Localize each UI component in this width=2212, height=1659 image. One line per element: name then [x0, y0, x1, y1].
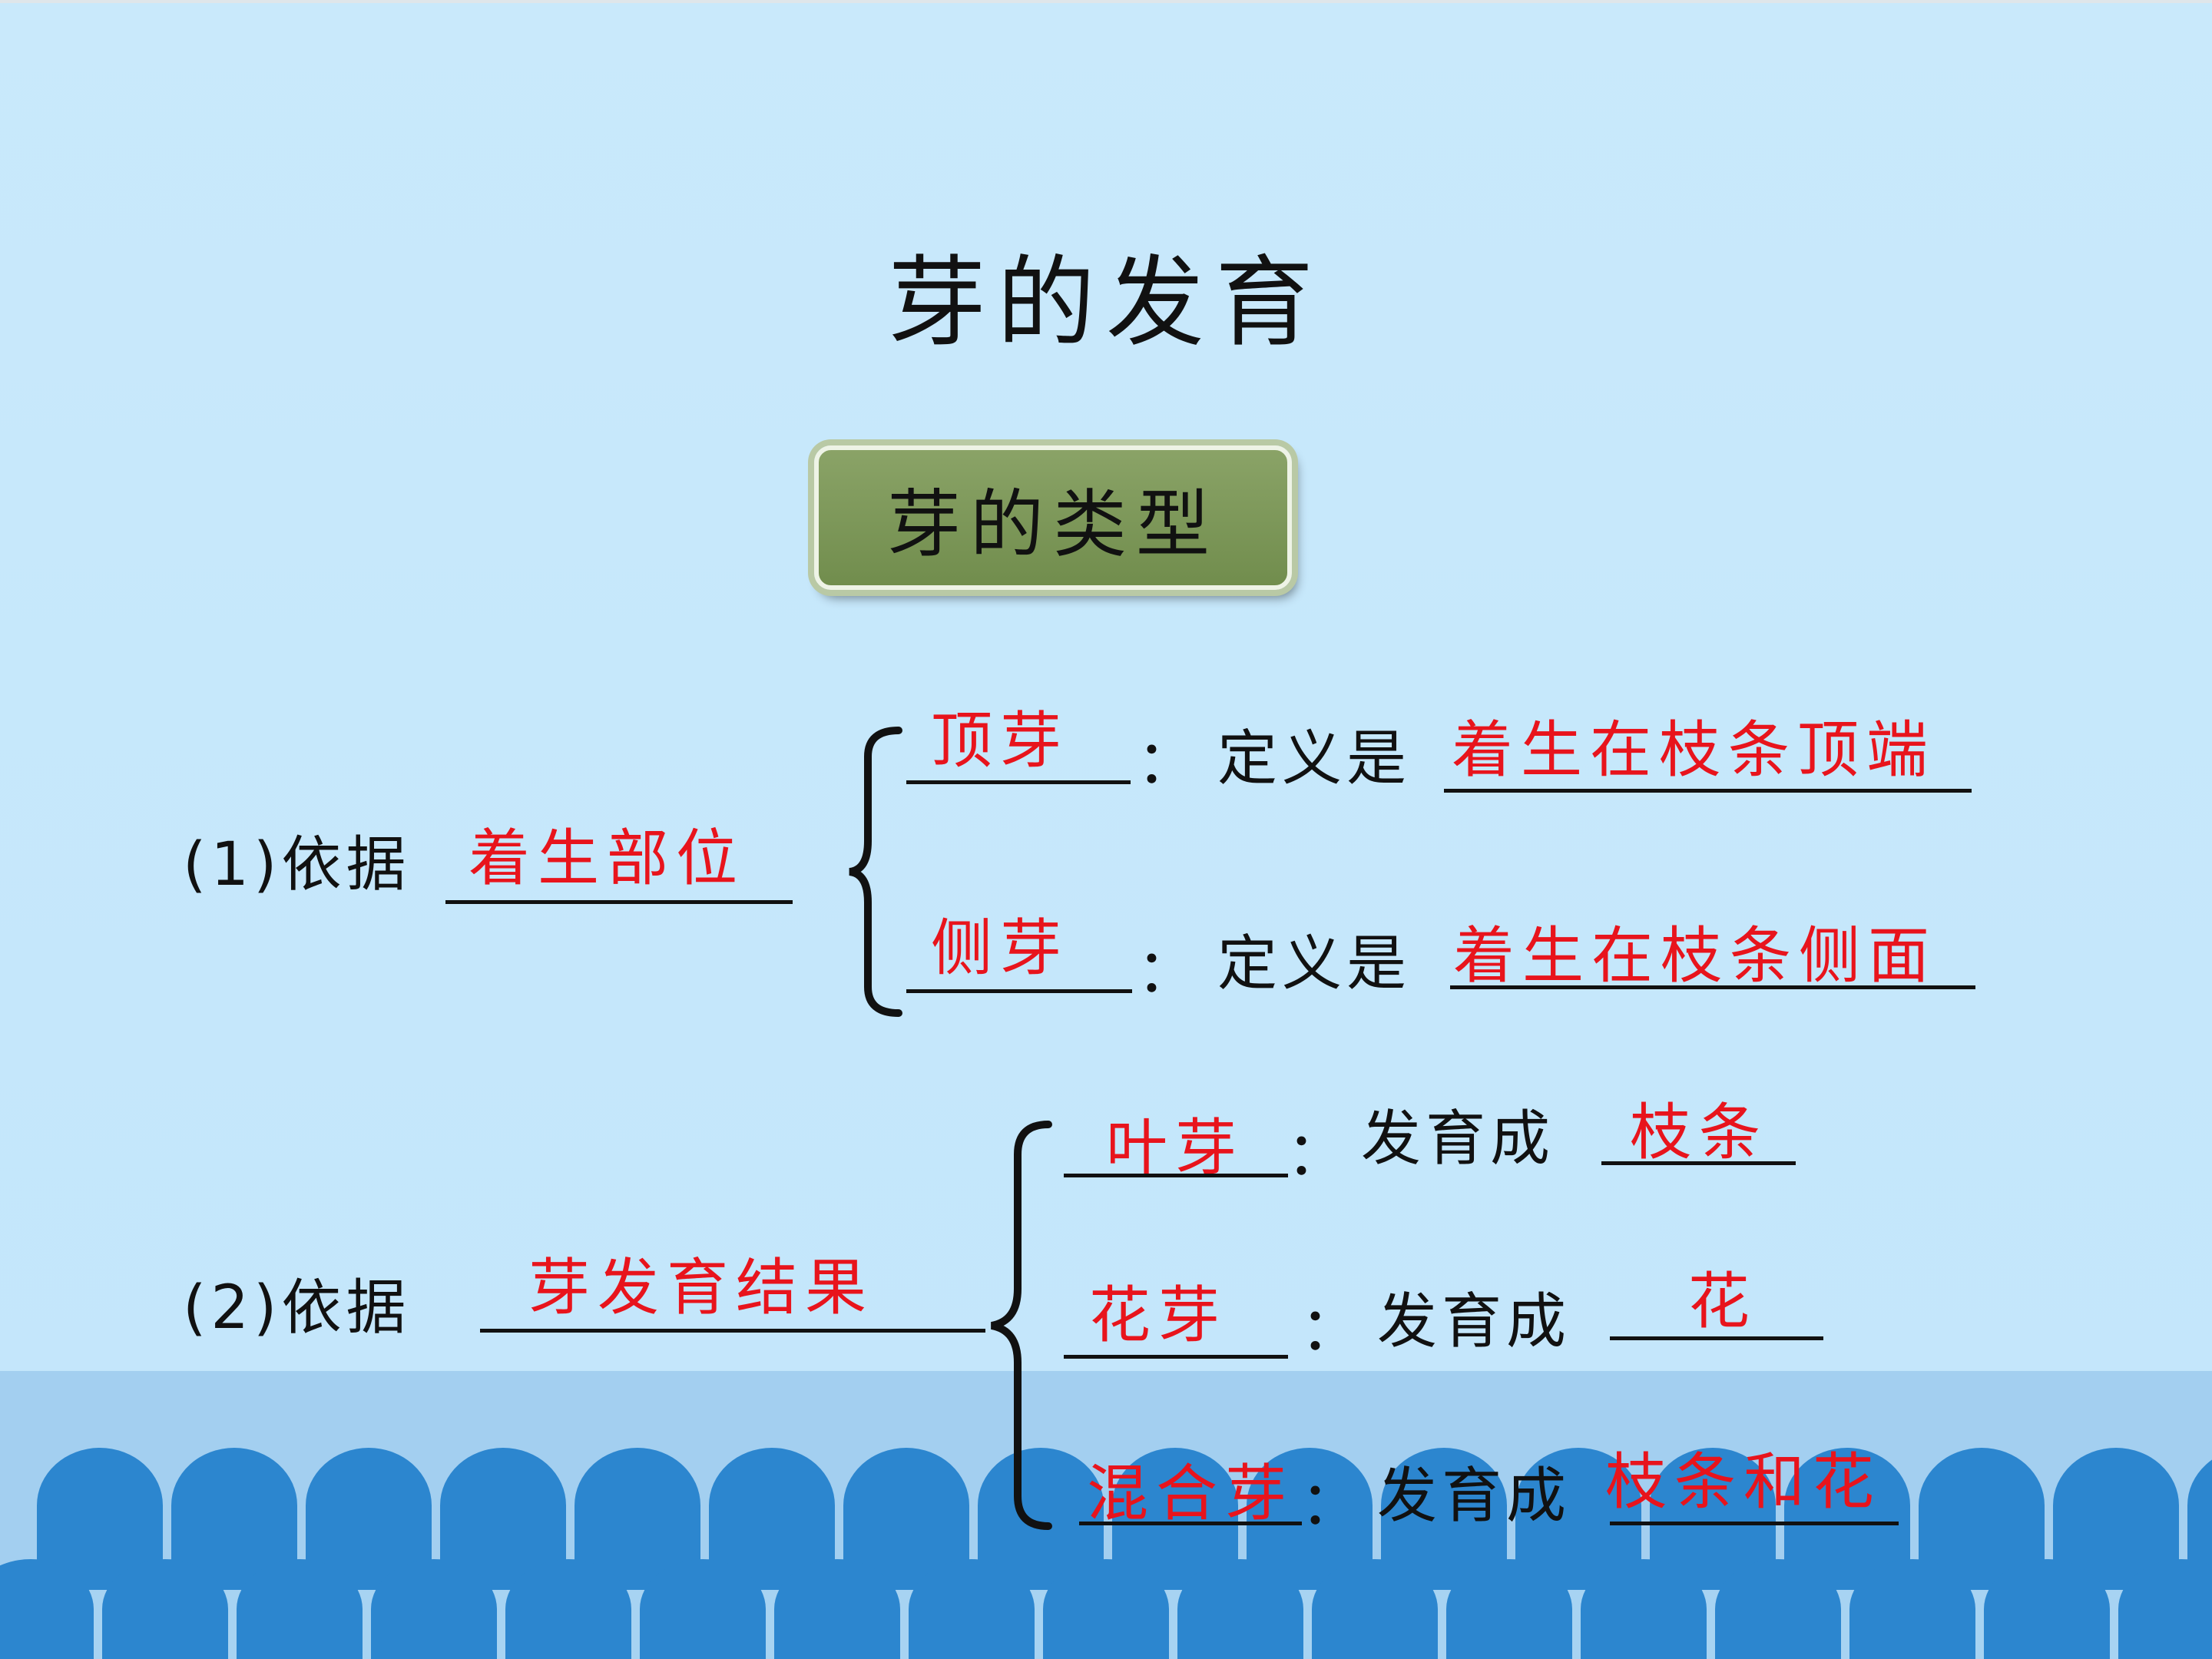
- terminal-bud-blank: [906, 780, 1131, 784]
- terminal-bud-definition: 着生在枝条顶端: [1452, 714, 1936, 786]
- wave-scallop: [1784, 1448, 1910, 1594]
- terminal-bud-colon: ：: [1137, 728, 1202, 797]
- mixed-bud-colon: ：: [1300, 1469, 1366, 1538]
- wave-scallop: [102, 1559, 228, 1659]
- lateral-bud-def-blank: [1450, 985, 1975, 989]
- wave-scallop: [306, 1448, 432, 1594]
- leaf-bud-colon: ：: [1286, 1120, 1352, 1189]
- wave-scallop: [1446, 1559, 1572, 1659]
- wave-scallop: [709, 1448, 835, 1594]
- wave-scallop: [440, 1448, 566, 1594]
- section1-answer: 着生部位: [469, 823, 745, 894]
- wave-scallop: [371, 1559, 497, 1659]
- wave-scallop: [1919, 1448, 2045, 1594]
- wave-scallop: [2053, 1448, 2179, 1594]
- wave-scallop: [1581, 1559, 1707, 1659]
- mixed-bud-result: 枝条和花: [1605, 1446, 1882, 1518]
- wave-scallop: [1112, 1448, 1238, 1594]
- wave-scallop: [1650, 1448, 1776, 1594]
- section1-label: (1)依据: [183, 830, 411, 899]
- wave-scallop: [575, 1448, 700, 1594]
- terminal-bud-def-label: 定义是: [1217, 724, 1412, 793]
- flower-bud-result-blank: [1610, 1336, 1823, 1340]
- wave-scallop: [774, 1559, 900, 1659]
- wave-scallop: [1515, 1448, 1641, 1594]
- lateral-bud-colon: ：: [1137, 937, 1202, 1006]
- section1-brace: [849, 727, 902, 1017]
- wave-scallop: [171, 1448, 297, 1594]
- lateral-bud-def-label: 定义是: [1217, 929, 1412, 998]
- wave-scallop: [1177, 1559, 1303, 1659]
- wave-scallop: [1247, 1448, 1373, 1594]
- wave-scallop: [1381, 1448, 1507, 1594]
- section2-label: (2)依据: [183, 1273, 411, 1343]
- page-title: 芽的发育: [887, 246, 1324, 360]
- terminal-bud-def-blank: [1444, 789, 1972, 793]
- badge-label: 芽的类型: [887, 481, 1219, 568]
- mixed-bud-name: 混合芽: [1087, 1458, 1294, 1529]
- section2-answer: 芽发育结果: [528, 1252, 874, 1323]
- lateral-bud-name: 侧芽: [931, 912, 1069, 984]
- mixed-bud-dev-label: 发育成: [1377, 1462, 1571, 1531]
- top-border: [0, 0, 2212, 3]
- section2-brace: [990, 1121, 1052, 1530]
- wave-scallop: [1312, 1559, 1438, 1659]
- flower-bud-dev-label: 发育成: [1377, 1287, 1571, 1356]
- leaf-bud-name: 叶芽: [1106, 1112, 1244, 1184]
- mixed-bud-blank: [1079, 1522, 1302, 1525]
- wave-scallop: [909, 1559, 1035, 1659]
- wave-scallop: [978, 1448, 1104, 1594]
- section2-answer-blank: [480, 1329, 985, 1333]
- lateral-bud-definition: 着生在枝条侧面: [1453, 920, 1937, 992]
- flower-bud-colon: ：: [1300, 1295, 1366, 1364]
- lateral-bud-blank: [906, 989, 1132, 993]
- wave-scallop: [237, 1559, 363, 1659]
- leaf-bud-result: 枝条: [1630, 1097, 1768, 1168]
- wave-scallop: [1849, 1559, 1975, 1659]
- wave-scallop: [2118, 1559, 2212, 1659]
- wave-scallop: [0, 1559, 94, 1659]
- wave-decoration: [0, 1371, 2212, 1659]
- leaf-bud-result-blank: [1601, 1161, 1796, 1165]
- wave-scallop: [37, 1448, 163, 1594]
- section-badge: 芽的类型: [814, 445, 1292, 590]
- leaf-bud-blank: [1064, 1174, 1288, 1177]
- leaf-bud-dev-label: 发育成: [1361, 1104, 1555, 1174]
- wave-scallop: [505, 1559, 631, 1659]
- flower-bud-result: 花: [1688, 1266, 1757, 1337]
- wave-scallop: [1715, 1559, 1841, 1659]
- mixed-bud-result-blank: [1610, 1522, 1899, 1525]
- wave-scallop: [843, 1448, 969, 1594]
- section1-answer-blank: [445, 900, 793, 904]
- wave-scallop: [640, 1559, 766, 1659]
- flower-bud-name: 花芽: [1089, 1280, 1227, 1351]
- wave-scallop: [1984, 1559, 2110, 1659]
- wave-scallop: [1043, 1559, 1169, 1659]
- terminal-bud-name: 顶芽: [931, 705, 1069, 777]
- flower-bud-blank: [1064, 1355, 1288, 1359]
